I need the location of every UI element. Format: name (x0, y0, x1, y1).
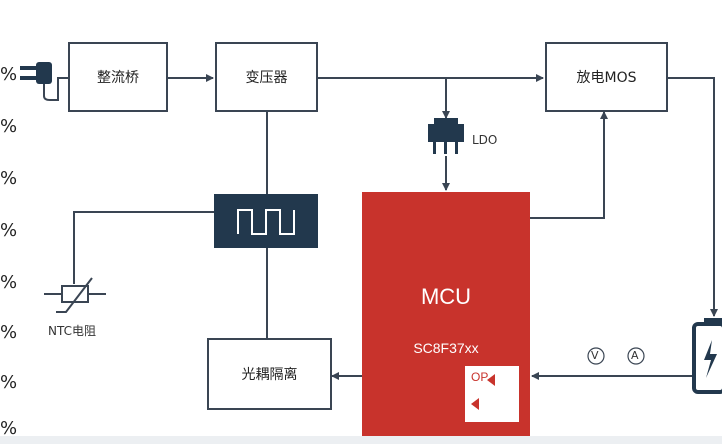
op-amp-box: OP (465, 366, 519, 422)
margin-mark: % (0, 322, 18, 343)
mcu-to-mos-arrow (530, 111, 608, 219)
margin-mark: % (0, 418, 18, 439)
transformer-block: 变压器 (215, 42, 318, 112)
ammeter-label: A (631, 349, 639, 362)
square-wave-icon (237, 209, 295, 235)
voltmeter-icon (587, 347, 605, 365)
bottom-bar (0, 436, 722, 444)
mos-to-battery-arrow (668, 77, 718, 317)
battery-icon (692, 318, 722, 394)
switch-to-ntc-line (73, 211, 214, 284)
plug-cable (43, 77, 68, 101)
power-plug-icon (20, 62, 52, 84)
pwm-switch-block (214, 194, 318, 248)
ammeter-icon (627, 347, 645, 365)
margin-mark: % (0, 64, 18, 85)
margin-mark: % (0, 116, 18, 137)
ntc-label: NTC电阻 (48, 324, 96, 338)
margin-mark: % (0, 372, 18, 393)
mcu-block: MCU SC8F37xx (362, 192, 530, 444)
mcu-model: SC8F37xx (413, 340, 479, 356)
ldo-label: LDO (472, 133, 498, 147)
transformer-label: 变压器 (245, 70, 288, 86)
input-triangle-icon (471, 398, 479, 410)
mcu-title: MCU (420, 284, 472, 309)
op-triangle-icon (487, 374, 495, 386)
ntc-thermistor-icon (44, 277, 106, 313)
margin-mark: % (0, 272, 18, 293)
discharge-mos-label: 放电MOS (576, 70, 637, 86)
ldo-regulator-icon (428, 118, 464, 154)
op-triangles (471, 374, 495, 410)
optocoupler-block: 光耦隔离 (207, 338, 332, 410)
rectifier-block: 整流桥 (68, 42, 168, 112)
margin-mark: % (0, 220, 18, 241)
optocoupler-label: 光耦隔离 (241, 367, 298, 383)
op-label: OP (471, 370, 489, 384)
rectifier-label: 整流桥 (97, 70, 139, 86)
discharge-mos-block: 放电MOS (545, 42, 668, 112)
voltmeter-label: V (591, 349, 599, 362)
margin-mark: % (0, 168, 18, 189)
